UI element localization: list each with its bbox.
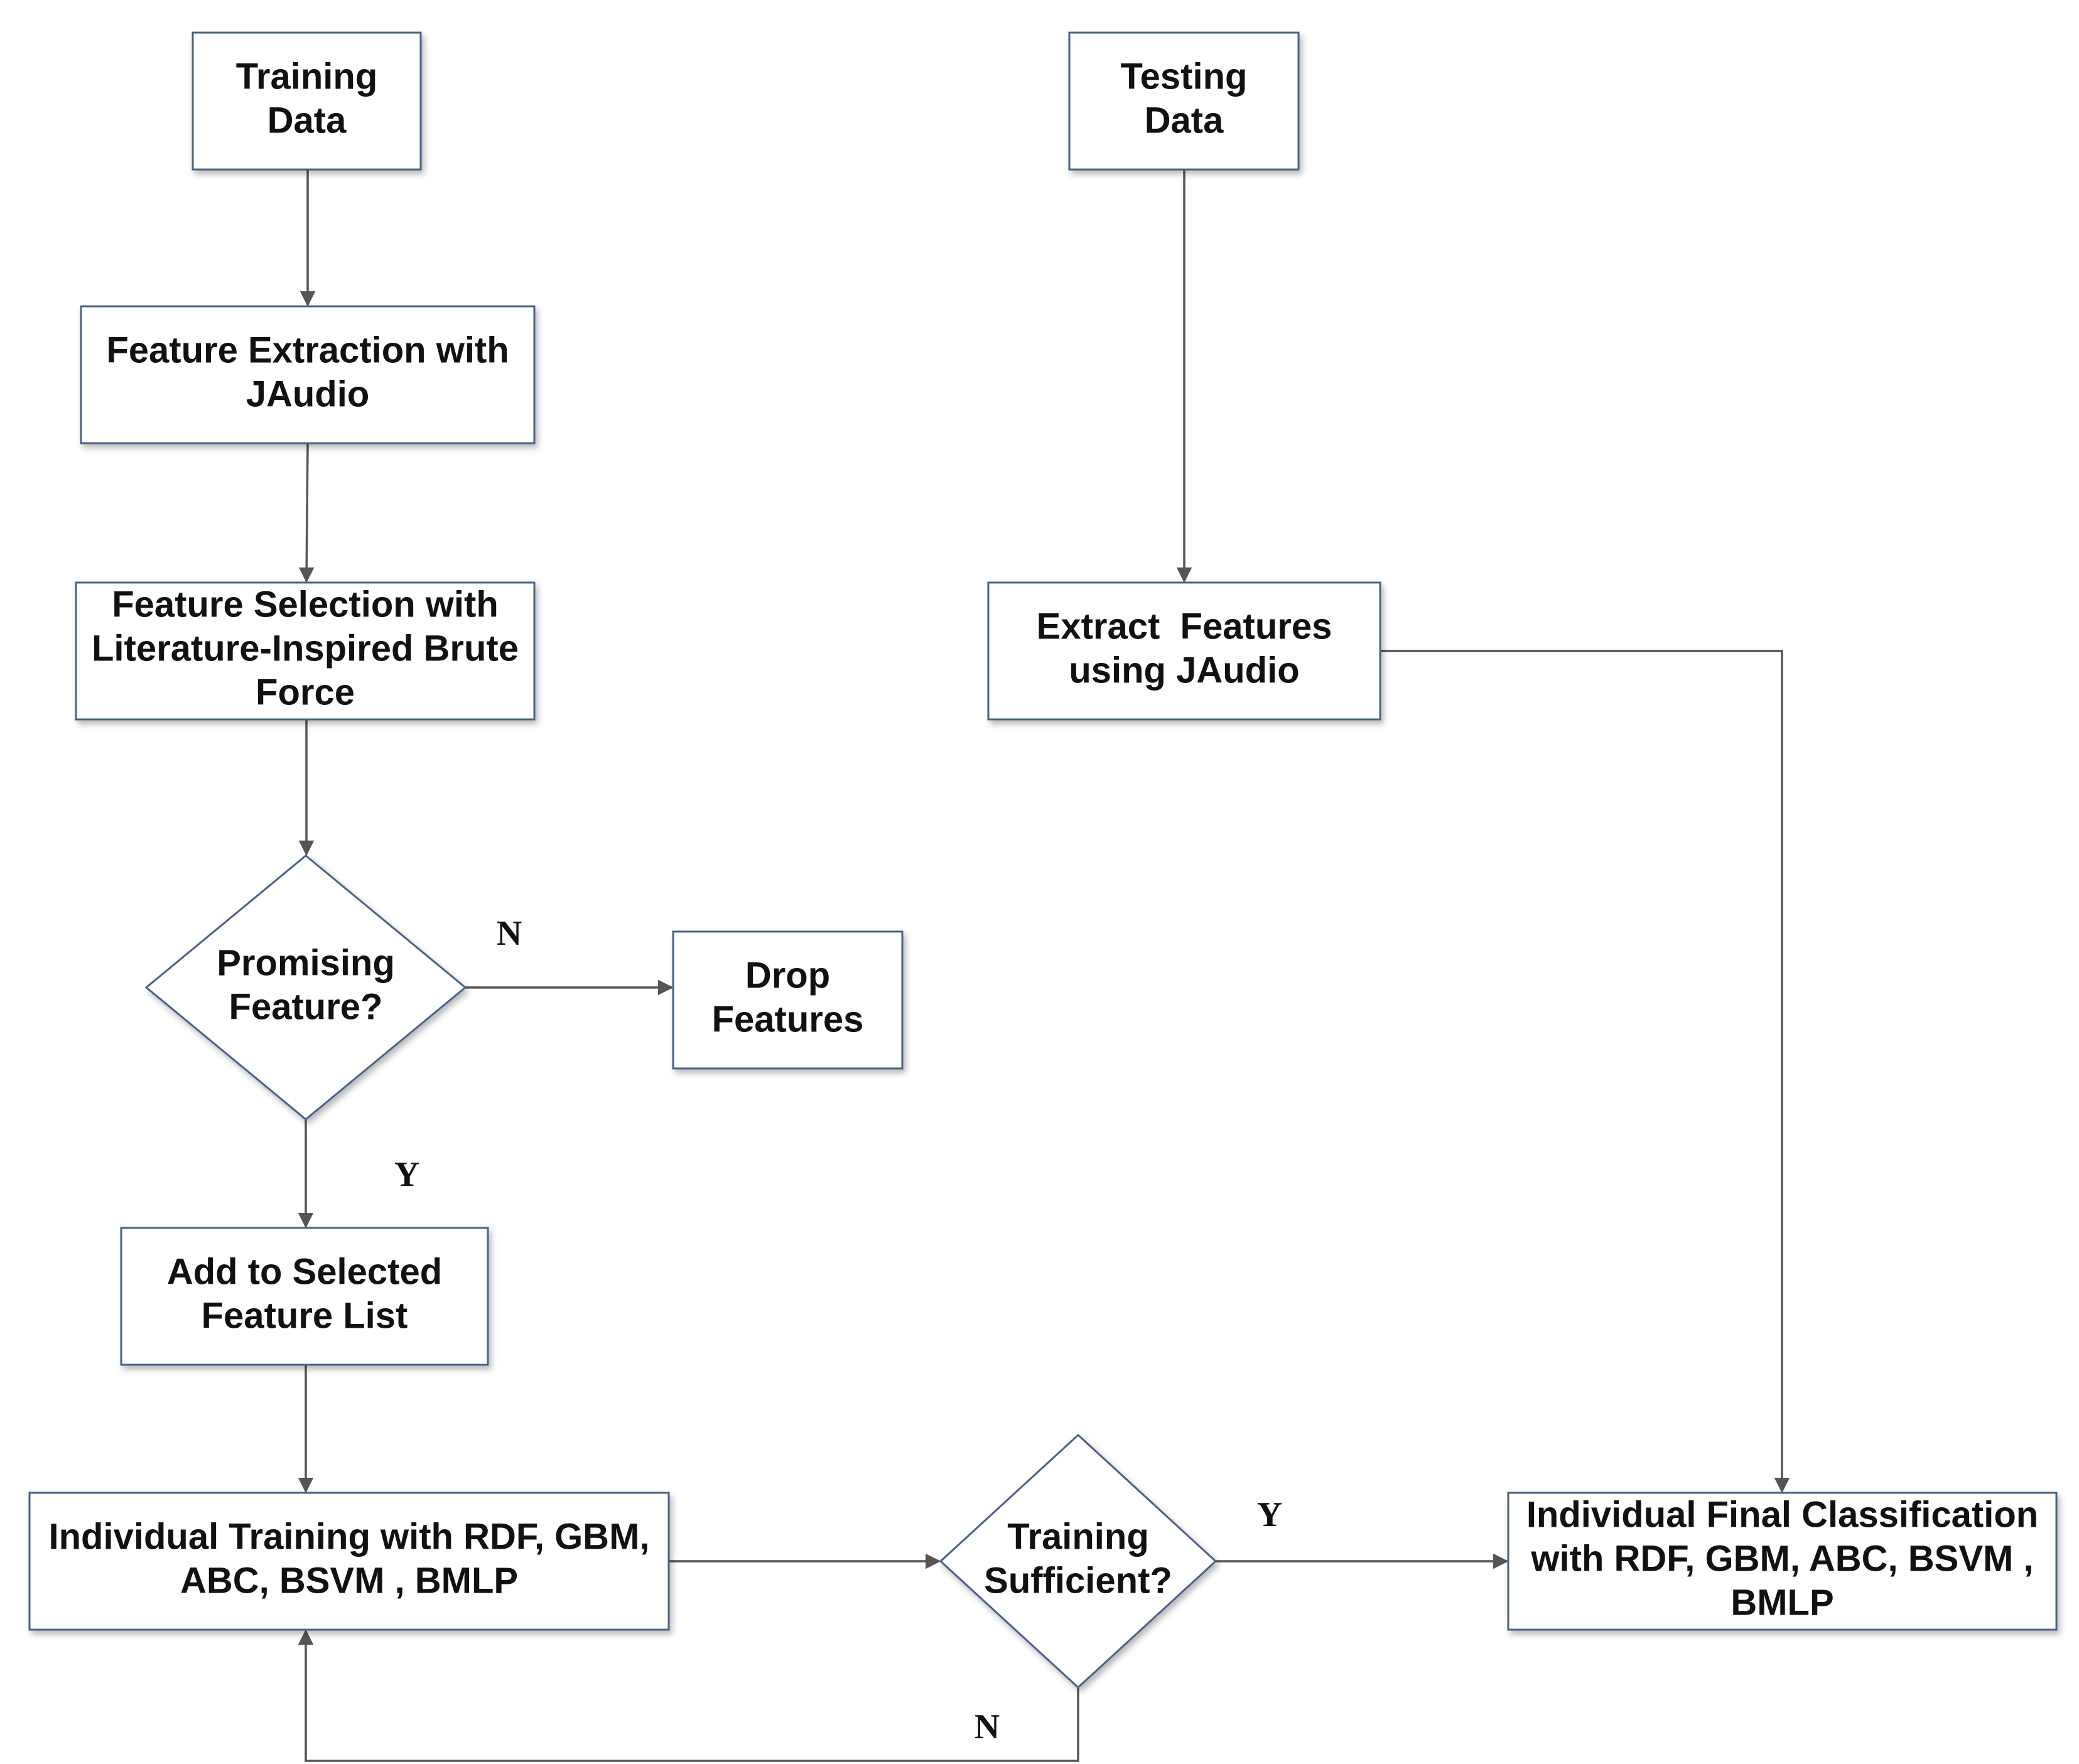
edge-training-sufficient-to-individual-training (298, 1629, 1079, 1762)
feature-selection-text-line: Force (256, 672, 355, 713)
edge-label-n: N (975, 1708, 1000, 1746)
individual-training-text-line: Individual Training with RDF, GBM, (49, 1516, 650, 1557)
feature-selection-rect-shape (75, 581, 536, 721)
process-box-individual-training: Individual Training with RDF, GBM,ABC, B… (28, 1492, 670, 1631)
training-data-rect-shape (192, 31, 422, 171)
extract-features-text-line: Extract Features (1037, 606, 1332, 647)
final-classification-text-line: BMLP (1731, 1582, 1833, 1623)
edge-label-n: N (497, 914, 522, 953)
final-classification-text-line: with RDF, GBM, ABC, BSVM , (1530, 1538, 2033, 1579)
edge-label-y: Y (394, 1155, 419, 1194)
edge-extract-features-to-final-classification (1380, 650, 1790, 1493)
testing-data-text-line: Data (1145, 100, 1224, 141)
edges-layer (298, 169, 1790, 1762)
individual-training-rect-shape (28, 1492, 670, 1631)
extract-features-rect-shape (987, 581, 1381, 721)
individual-training-text-line: ABC, BSVM , BMLP (180, 1560, 518, 1601)
testing-data-text-line: Testing (1121, 56, 1248, 97)
feature-extraction-text-line: JAudio (246, 374, 370, 414)
add-to-selected-text-line: Feature List (202, 1295, 408, 1336)
feature-extraction-text-line: Feature Extraction with (106, 330, 509, 370)
training-data-text-line: Training (236, 56, 378, 97)
training-sufficient-diamond-shape (939, 1433, 1218, 1689)
feature-selection-text-line: Feature Selection with (112, 584, 499, 625)
drop-features-text-line: Drop (745, 955, 830, 996)
edge-label-y: Y (1257, 1495, 1282, 1534)
final-classification-text-line: Individual Final Classification (1526, 1494, 2038, 1535)
edge-feature-extraction-to-feature-selection (298, 443, 315, 583)
add-to-selected-text-line: Add to Selected (167, 1251, 442, 1292)
process-box-feature-selection: Feature Selection withLiterature-Inspire… (75, 581, 536, 721)
add-to-selected-rect-shape (120, 1227, 489, 1366)
final-classification-rect-shape (1507, 1492, 2058, 1631)
feature-selection-text-line: Literature-Inspired Brute (92, 628, 519, 669)
testing-data-rect-shape (1068, 31, 1300, 171)
drop-features-rect-shape (672, 930, 904, 1070)
extract-features-text-line: using JAudio (1069, 650, 1299, 691)
edge-labels-layer: N Y Y N (394, 914, 1282, 1746)
drop-features-text-line: Features (712, 999, 864, 1040)
training-sufficient-text-line: Training (1007, 1516, 1149, 1557)
promising-feature-text-line: Feature? (229, 986, 383, 1027)
promising-feature-text-line: Promising (217, 942, 395, 983)
training-sufficient-text-line: Sufficient? (984, 1560, 1172, 1601)
training-data-text-line: Data (267, 100, 347, 141)
promising-feature-diamond-shape (144, 854, 467, 1121)
feature-extraction-rect-shape (80, 305, 536, 444)
